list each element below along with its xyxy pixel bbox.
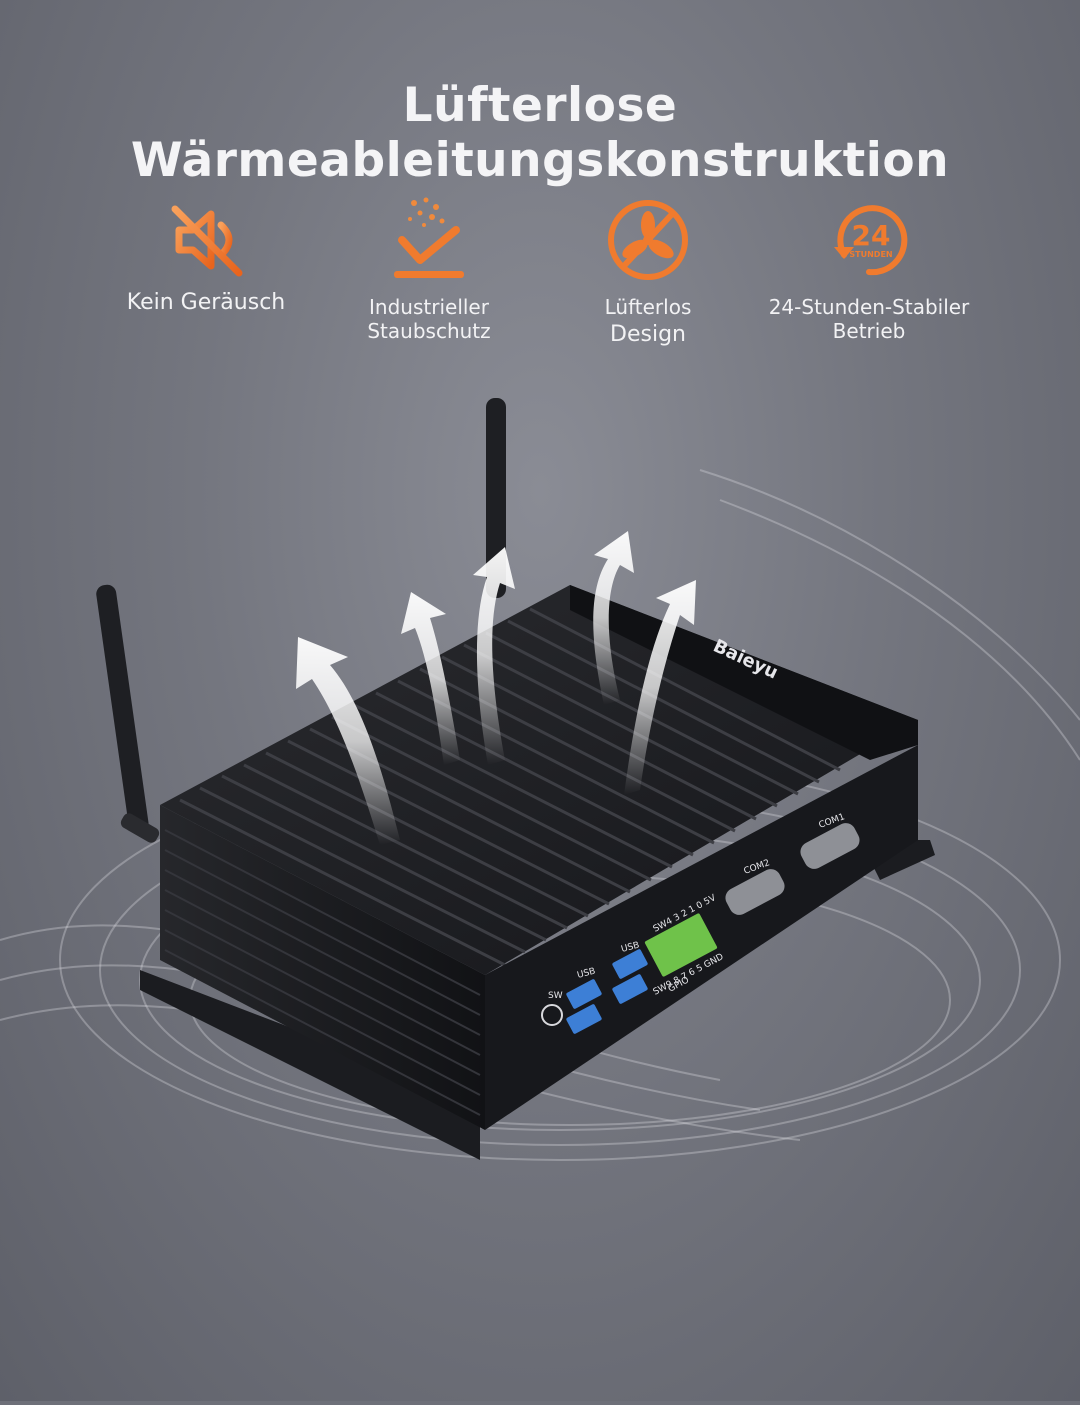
feature-label-line: Betrieb [832, 319, 906, 343]
feature-fanless: Lüfterlos Design [528, 195, 768, 347]
product-scene: Baieyu SW USB USB SW4 3 2 1 0 5V [0, 380, 1080, 1401]
mute-speaker-icon [161, 195, 251, 285]
usb-label-left: USB [576, 966, 596, 980]
feature-label-line: Design [610, 322, 686, 347]
sw-label: SW [548, 991, 563, 1001]
antenna-right [486, 398, 506, 598]
stunden-label: STUNDEN [849, 250, 892, 259]
24-hours-icon: 24 STUNDEN [824, 195, 914, 285]
feature-24h: 24 STUNDEN 24-Stunden-Stabiler Betrieb [749, 195, 989, 343]
feature-no-noise: Kein Geräusch [86, 195, 326, 315]
usb-label-right: USB [620, 940, 640, 954]
feature-dust: Industrieller Staubschutz [309, 195, 549, 343]
headline: Lüfterlose Wärmeableitungskonstruktion [130, 78, 950, 188]
no-fan-icon [603, 195, 693, 285]
feature-label-line: 24-Stunden-Stabiler [768, 295, 970, 319]
feature-label-line: Industrieller [369, 295, 489, 319]
dust-shield-icon [384, 195, 474, 285]
front-ports [541, 823, 860, 1034]
heat-arrows [296, 531, 696, 845]
feature-row: Kein Geräusch Industrieller Staubschutz [0, 195, 1080, 365]
feature-label-line: Kein Geräusch [126, 290, 286, 315]
feature-label-line: Lüfterlos [604, 295, 692, 319]
24-label: 24 [852, 219, 891, 252]
feature-label-line: Staubschutz [367, 319, 491, 343]
antenna-left [96, 584, 160, 843]
